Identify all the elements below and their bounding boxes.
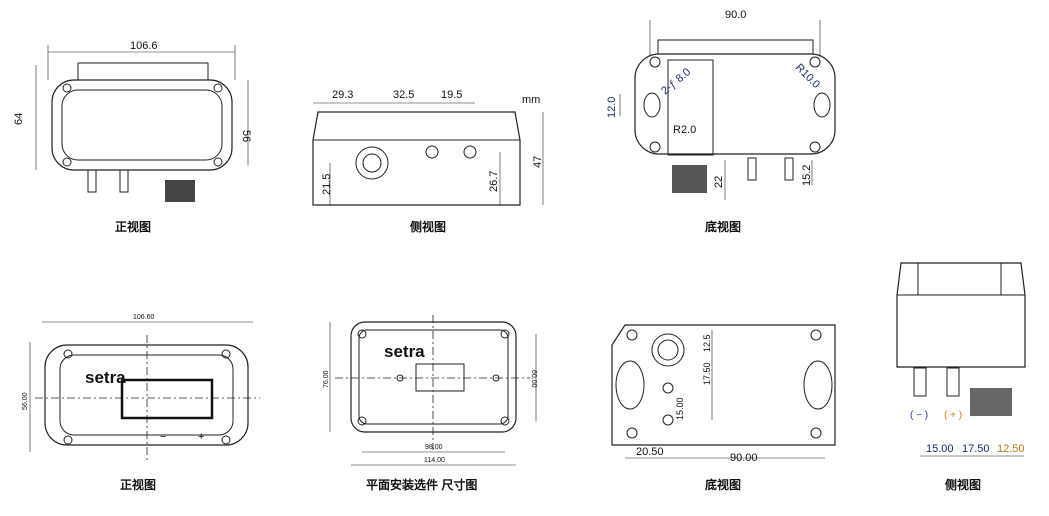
dim-height: 56.00 <box>22 392 29 410</box>
dim-d1: 29.3 <box>332 89 353 101</box>
dim-d1: 15.00 <box>926 443 954 455</box>
negative-port-label: ( − ) <box>910 410 928 421</box>
dim-d2: 32.5 <box>393 89 414 101</box>
dim-width: 106.6 <box>130 40 158 52</box>
dim-d3: 12.50 <box>997 443 1025 455</box>
dim-d1: 12.5 <box>702 334 712 352</box>
dim-width: 90.00 <box>730 452 758 464</box>
dim-d2: 17.50 <box>962 443 990 455</box>
caption-bottom-bottom: 底视图 <box>705 477 741 492</box>
dim-width: 106.60 <box>133 314 155 321</box>
panel-mount-view: setra 76.00 60.00 98.00 114.00 平面安装选件 尺寸… <box>323 315 537 492</box>
bottom-view-top: 90.0 2-ƒ 8.0 R10.0 R2.0 12.0 22 15.2 底视图 <box>606 9 836 234</box>
dim-d3: 19.5 <box>441 89 462 101</box>
dim-hole-width: 98.00 <box>425 444 443 451</box>
dim-d3: 15.00 <box>675 397 685 420</box>
dim-fitting: 15.2 <box>801 165 813 186</box>
caption-side-bottom: 侧视图 <box>945 477 981 492</box>
dim-h1: 21.5 <box>321 174 333 195</box>
dim-height: 76.00 <box>323 370 330 388</box>
minus-label: − <box>160 431 166 443</box>
dim-d2: 17.50 <box>702 362 712 385</box>
side-view-bottom: ( − ) ( + ) 15.00 17.50 12.50 侧视图 <box>896 262 1026 492</box>
dim-height-outer: 64 <box>13 113 25 125</box>
dim-h2: 26.7 <box>488 171 500 192</box>
dim-width: 114.00 <box>424 457 445 464</box>
setra-logo: setra <box>85 368 126 387</box>
dim-slot: 12.0 <box>606 97 618 118</box>
positive-port-label: ( + ) <box>944 410 962 421</box>
caption-bottom-top: 底视图 <box>705 219 741 234</box>
dim-height-inner: 56 <box>240 130 252 142</box>
setra-logo: setra <box>384 342 425 361</box>
caption-front-top: 正视图 <box>115 219 151 234</box>
side-view-top: mm 29.3 32.5 19.5 21.5 26.7 47 侧视图 <box>312 89 544 234</box>
unit-label: mm <box>522 94 540 106</box>
dim-radius-small: R2.0 <box>673 124 696 136</box>
bottom-view-bottom: 12.5 17.50 15.00 20.50 90.00 底视图 <box>611 324 836 492</box>
dim-width: 90.0 <box>725 9 746 21</box>
dim-h3: 47 <box>532 156 544 168</box>
caption-side-top: 侧视图 <box>410 219 446 234</box>
front-view-top: 106.6 64 56 正视图 <box>13 40 252 234</box>
dim-hole-height: 60.00 <box>530 370 537 388</box>
dim-gland: 22 <box>713 176 725 188</box>
caption-mount: 平面安装选件 尺寸图 <box>366 477 477 492</box>
caption-front-bottom: 正视图 <box>120 477 156 492</box>
dim-offset: 20.50 <box>636 446 664 458</box>
plus-label: + <box>198 431 204 443</box>
front-view-bottom: 106.60 56.00 setra − + 正视图 <box>22 314 260 492</box>
